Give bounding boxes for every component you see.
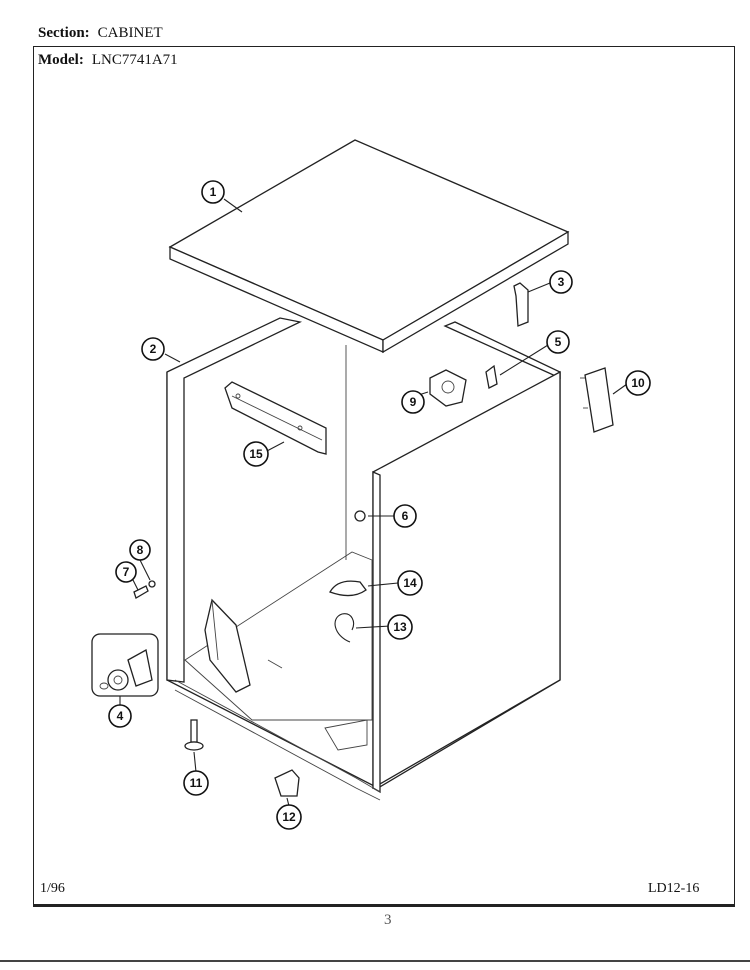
callout-4-label: 4 xyxy=(117,709,124,723)
callout-13-label: 13 xyxy=(393,620,407,634)
callout-2: 2 xyxy=(141,337,165,361)
handwritten-mark: 3 xyxy=(384,912,392,928)
section-line: Section: CABINET xyxy=(38,25,163,42)
callout-12-label: 12 xyxy=(282,810,296,824)
callout-12: 12 xyxy=(276,804,302,830)
section-value: CABINET xyxy=(97,25,163,41)
access-panel-part xyxy=(580,367,614,433)
callout-1: 1 xyxy=(201,180,225,204)
callout-4: 4 xyxy=(108,704,132,728)
leveling-leg-part xyxy=(184,719,204,751)
callout-3-label: 3 xyxy=(558,275,565,289)
callout-6: 6 xyxy=(393,504,417,528)
footer-page-code: LD12-16 xyxy=(648,881,700,896)
cabinet-body xyxy=(166,317,561,801)
callout-8-label: 8 xyxy=(137,543,144,557)
section-label: Section: xyxy=(38,25,90,41)
model-line: Model: LNC7741A71 xyxy=(38,52,178,69)
callout-2-label: 2 xyxy=(150,342,157,356)
screw-part xyxy=(354,510,366,522)
model-value: LNC7741A71 xyxy=(91,52,178,68)
callout-11-label: 11 xyxy=(190,776,203,790)
callout-13: 13 xyxy=(387,614,413,640)
wheel-assembly-part xyxy=(91,633,159,697)
base-clip-part xyxy=(274,769,300,797)
callout-6-label: 6 xyxy=(402,509,409,523)
callout-8: 8 xyxy=(129,539,151,561)
page-bottom-rule xyxy=(0,960,750,962)
callout-14-label: 14 xyxy=(403,576,417,590)
small-bracket-part xyxy=(485,364,498,389)
diagram-frame xyxy=(33,46,735,905)
callout-7: 7 xyxy=(115,561,137,583)
callout-9-label: 9 xyxy=(410,395,417,409)
callout-11: 11 xyxy=(183,770,209,796)
callout-15-label: 15 xyxy=(249,447,263,461)
callout-14: 14 xyxy=(397,570,423,596)
top-panel xyxy=(168,139,570,354)
model-label: Model: xyxy=(38,52,84,68)
callout-10: 10 xyxy=(625,370,651,396)
clip-part xyxy=(513,282,529,327)
baffle-part xyxy=(329,580,367,597)
callout-9: 9 xyxy=(401,390,425,414)
rear-bracket xyxy=(224,381,327,455)
callout-5-label: 5 xyxy=(555,335,562,349)
callout-1-label: 1 xyxy=(210,185,217,199)
callout-5: 5 xyxy=(546,330,570,354)
screw-and-washer-part xyxy=(133,580,156,599)
leader-lines xyxy=(119,198,628,807)
footer-date: 1/96 xyxy=(40,881,65,896)
callout-10-label: 10 xyxy=(631,376,645,390)
callout-3: 3 xyxy=(549,270,573,294)
footer-rule xyxy=(33,904,735,907)
callout-7-label: 7 xyxy=(123,565,130,579)
callout-15: 15 xyxy=(243,441,269,467)
clamp-part xyxy=(334,613,355,643)
mounting-plate-part xyxy=(429,369,467,407)
